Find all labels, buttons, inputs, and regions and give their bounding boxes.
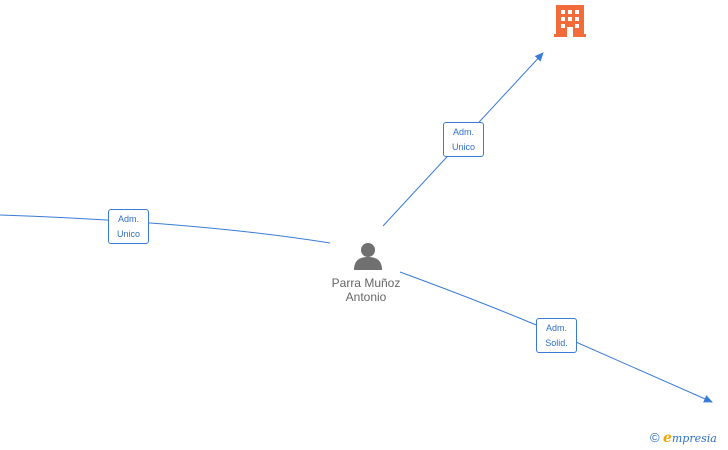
edge-label-bottom-right[interactable]: Adm. Solid.: [536, 318, 577, 353]
person-name[interactable]: Parra Muñoz Antonio: [316, 276, 416, 304]
brand-logo-initial: e: [662, 430, 672, 446]
edge-label-line1: Adm.: [452, 127, 474, 137]
copyright-symbol: ©: [650, 430, 660, 445]
person-name-line1: Parra Muñoz: [331, 276, 401, 290]
empresia-watermark: © empresia: [650, 430, 717, 446]
edge-label-line2: Solid.: [545, 338, 568, 348]
building-icon[interactable]: [554, 5, 586, 37]
edge-label-left[interactable]: Adm. Unico: [108, 209, 149, 244]
brand-logo-text: mpresia: [671, 432, 717, 445]
person-name-line2: Antonio: [345, 290, 387, 304]
edge-label-line2: Unico: [451, 142, 475, 152]
edge-label-line2: Unico: [116, 229, 140, 239]
edge-label-line1: Adm.: [545, 323, 567, 333]
person-icon[interactable]: [354, 243, 382, 270]
edge-line-left: [0, 214, 331, 244]
edge-label-line1: Adm.: [117, 214, 139, 224]
edge-label-top-right[interactable]: Adm. Unico: [443, 122, 484, 157]
